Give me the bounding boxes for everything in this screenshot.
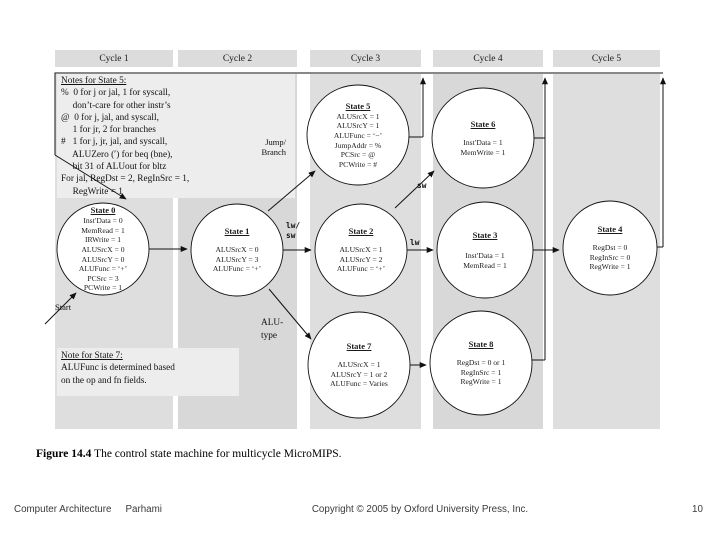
jump-label-line1: Jump/: [265, 137, 286, 147]
state1-to-state5-arrow: [267, 170, 316, 212]
state-0-title: State 0: [90, 205, 116, 216]
state-5-title: State 5: [345, 100, 371, 111]
footer-copyright: Copyright © 2005 by Oxford University Pr…: [311, 504, 529, 515]
transition-arrows: [44, 170, 560, 368]
cycle-4-header: Cycle 4: [433, 50, 543, 67]
notes-for-state5-title: Notes for State 5:: [61, 76, 127, 86]
state-1-title: State 1: [224, 226, 250, 237]
feedback-path: [54, 72, 666, 361]
state-5-circle: [306, 84, 410, 186]
state-7-title: State 7: [346, 341, 372, 352]
lw-sw-label: lw/ sw: [286, 221, 300, 240]
sw-label: sw: [417, 181, 427, 190]
state1-to-state7-arrow: [268, 288, 312, 340]
alu-type-label-line2: type: [261, 331, 278, 341]
state-6-circle: [431, 87, 535, 189]
start-arrow: [44, 292, 77, 325]
state-8-circle: [429, 310, 533, 416]
footer-page-number: 10: [692, 504, 703, 515]
notes-state5-background: [57, 74, 295, 198]
cycle-2-header: Cycle 2: [178, 50, 297, 67]
state2-to-state6-arrow: [394, 170, 435, 209]
alu-type-label: ALU- type: [261, 317, 283, 343]
note-for-state7-title: Note for State 7:: [61, 351, 123, 361]
cycle-3-header: Cycle 3: [310, 50, 421, 67]
notes-for-state5-lines: % 0 for j or jal, 1 for syscall, don’t-c…: [61, 88, 190, 197]
footer-author: Parhami: [125, 504, 162, 515]
figure-caption-text: The control state machine for multicycle…: [94, 448, 342, 460]
note-for-state7: Note for State 7: ALUFunc is determined …: [61, 350, 175, 387]
figure-caption: Figure 14.4 The control state machine fo…: [36, 448, 342, 460]
note-state7-background: [57, 348, 239, 396]
alu-type-label-line1: ALU-: [261, 318, 284, 328]
jump-branch-label: Jump/ Branch: [246, 137, 286, 158]
start-label: Start: [55, 302, 72, 312]
cycle-1-header: Cycle 1: [55, 50, 173, 67]
feedback-into-state0-arrow: [54, 154, 127, 200]
lw-sw-label-line2: sw: [286, 230, 296, 240]
lw-sw-label-line1: lw/: [286, 221, 301, 230]
state-4-circle: [562, 200, 658, 296]
footer-book-title: Computer Architecture: [14, 504, 112, 515]
figure-number: Figure 14.4: [36, 448, 92, 460]
state-2-title: State 2: [348, 226, 374, 237]
state-4-title: State 4: [597, 224, 623, 235]
state-3-title: State 3: [472, 229, 498, 240]
state-circles: [56, 84, 658, 419]
cycle-5-header: Cycle 5: [553, 50, 660, 67]
jump-label-line2: Branch: [261, 146, 286, 157]
lw-label: lw: [410, 238, 420, 247]
notes-for-state5: Notes for State 5: % 0 for j or jal, 1 f…: [61, 75, 189, 198]
footer-left: Computer Architecture Parhami: [14, 504, 162, 515]
state-6-title: State 6: [470, 118, 496, 129]
state-8-title: State 8: [468, 339, 494, 350]
